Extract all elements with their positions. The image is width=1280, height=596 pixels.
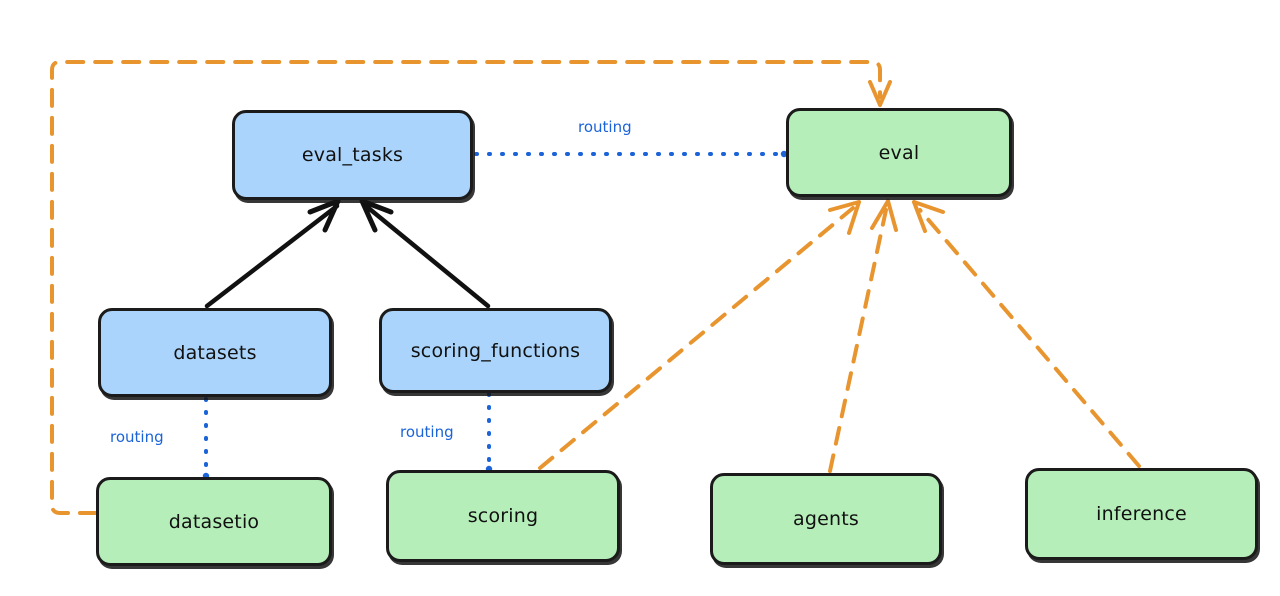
node-scoring-functions[interactable]: scoring_functions bbox=[379, 308, 612, 393]
node-eval[interactable]: eval bbox=[786, 108, 1012, 197]
edge-scoring-functions-to-eval-tasks bbox=[359, 198, 491, 309]
edge-label-routing-datasets: routing bbox=[110, 428, 164, 446]
edge-label-routing-scoring-functions: routing bbox=[400, 423, 454, 441]
edge-eval-tasks-to-eval bbox=[474, 150, 788, 158]
edge-label-routing-eval-tasks: routing bbox=[578, 118, 632, 136]
node-label: inference bbox=[1096, 503, 1187, 525]
node-datasets[interactable]: datasets bbox=[98, 308, 332, 397]
node-scoring[interactable]: scoring bbox=[386, 470, 620, 562]
edge-scoring-to-eval bbox=[538, 200, 861, 470]
edge-datasets-to-eval-tasks bbox=[204, 198, 341, 309]
node-label: eval_tasks bbox=[301, 144, 404, 166]
node-eval-tasks[interactable]: eval_tasks bbox=[232, 110, 473, 200]
edge-datasets-to-datasetio bbox=[202, 397, 210, 480]
node-label: scoring bbox=[467, 505, 539, 527]
node-label: agents bbox=[793, 508, 859, 530]
edge-inference-to-eval bbox=[912, 200, 1141, 468]
node-label: scoring_functions bbox=[410, 339, 581, 362]
node-agents[interactable]: agents bbox=[710, 473, 942, 565]
node-datasetio[interactable]: datasetio bbox=[96, 477, 332, 566]
edge-scoring-functions-to-scoring bbox=[485, 392, 493, 473]
node-label: eval bbox=[878, 141, 920, 164]
node-label: datasets bbox=[173, 341, 257, 364]
edge-agents-to-eval bbox=[828, 199, 898, 473]
edge-eval-to-datasetio bbox=[50, 60, 892, 515]
node-inference[interactable]: inference bbox=[1025, 468, 1258, 560]
node-label: datasetio bbox=[168, 510, 260, 533]
